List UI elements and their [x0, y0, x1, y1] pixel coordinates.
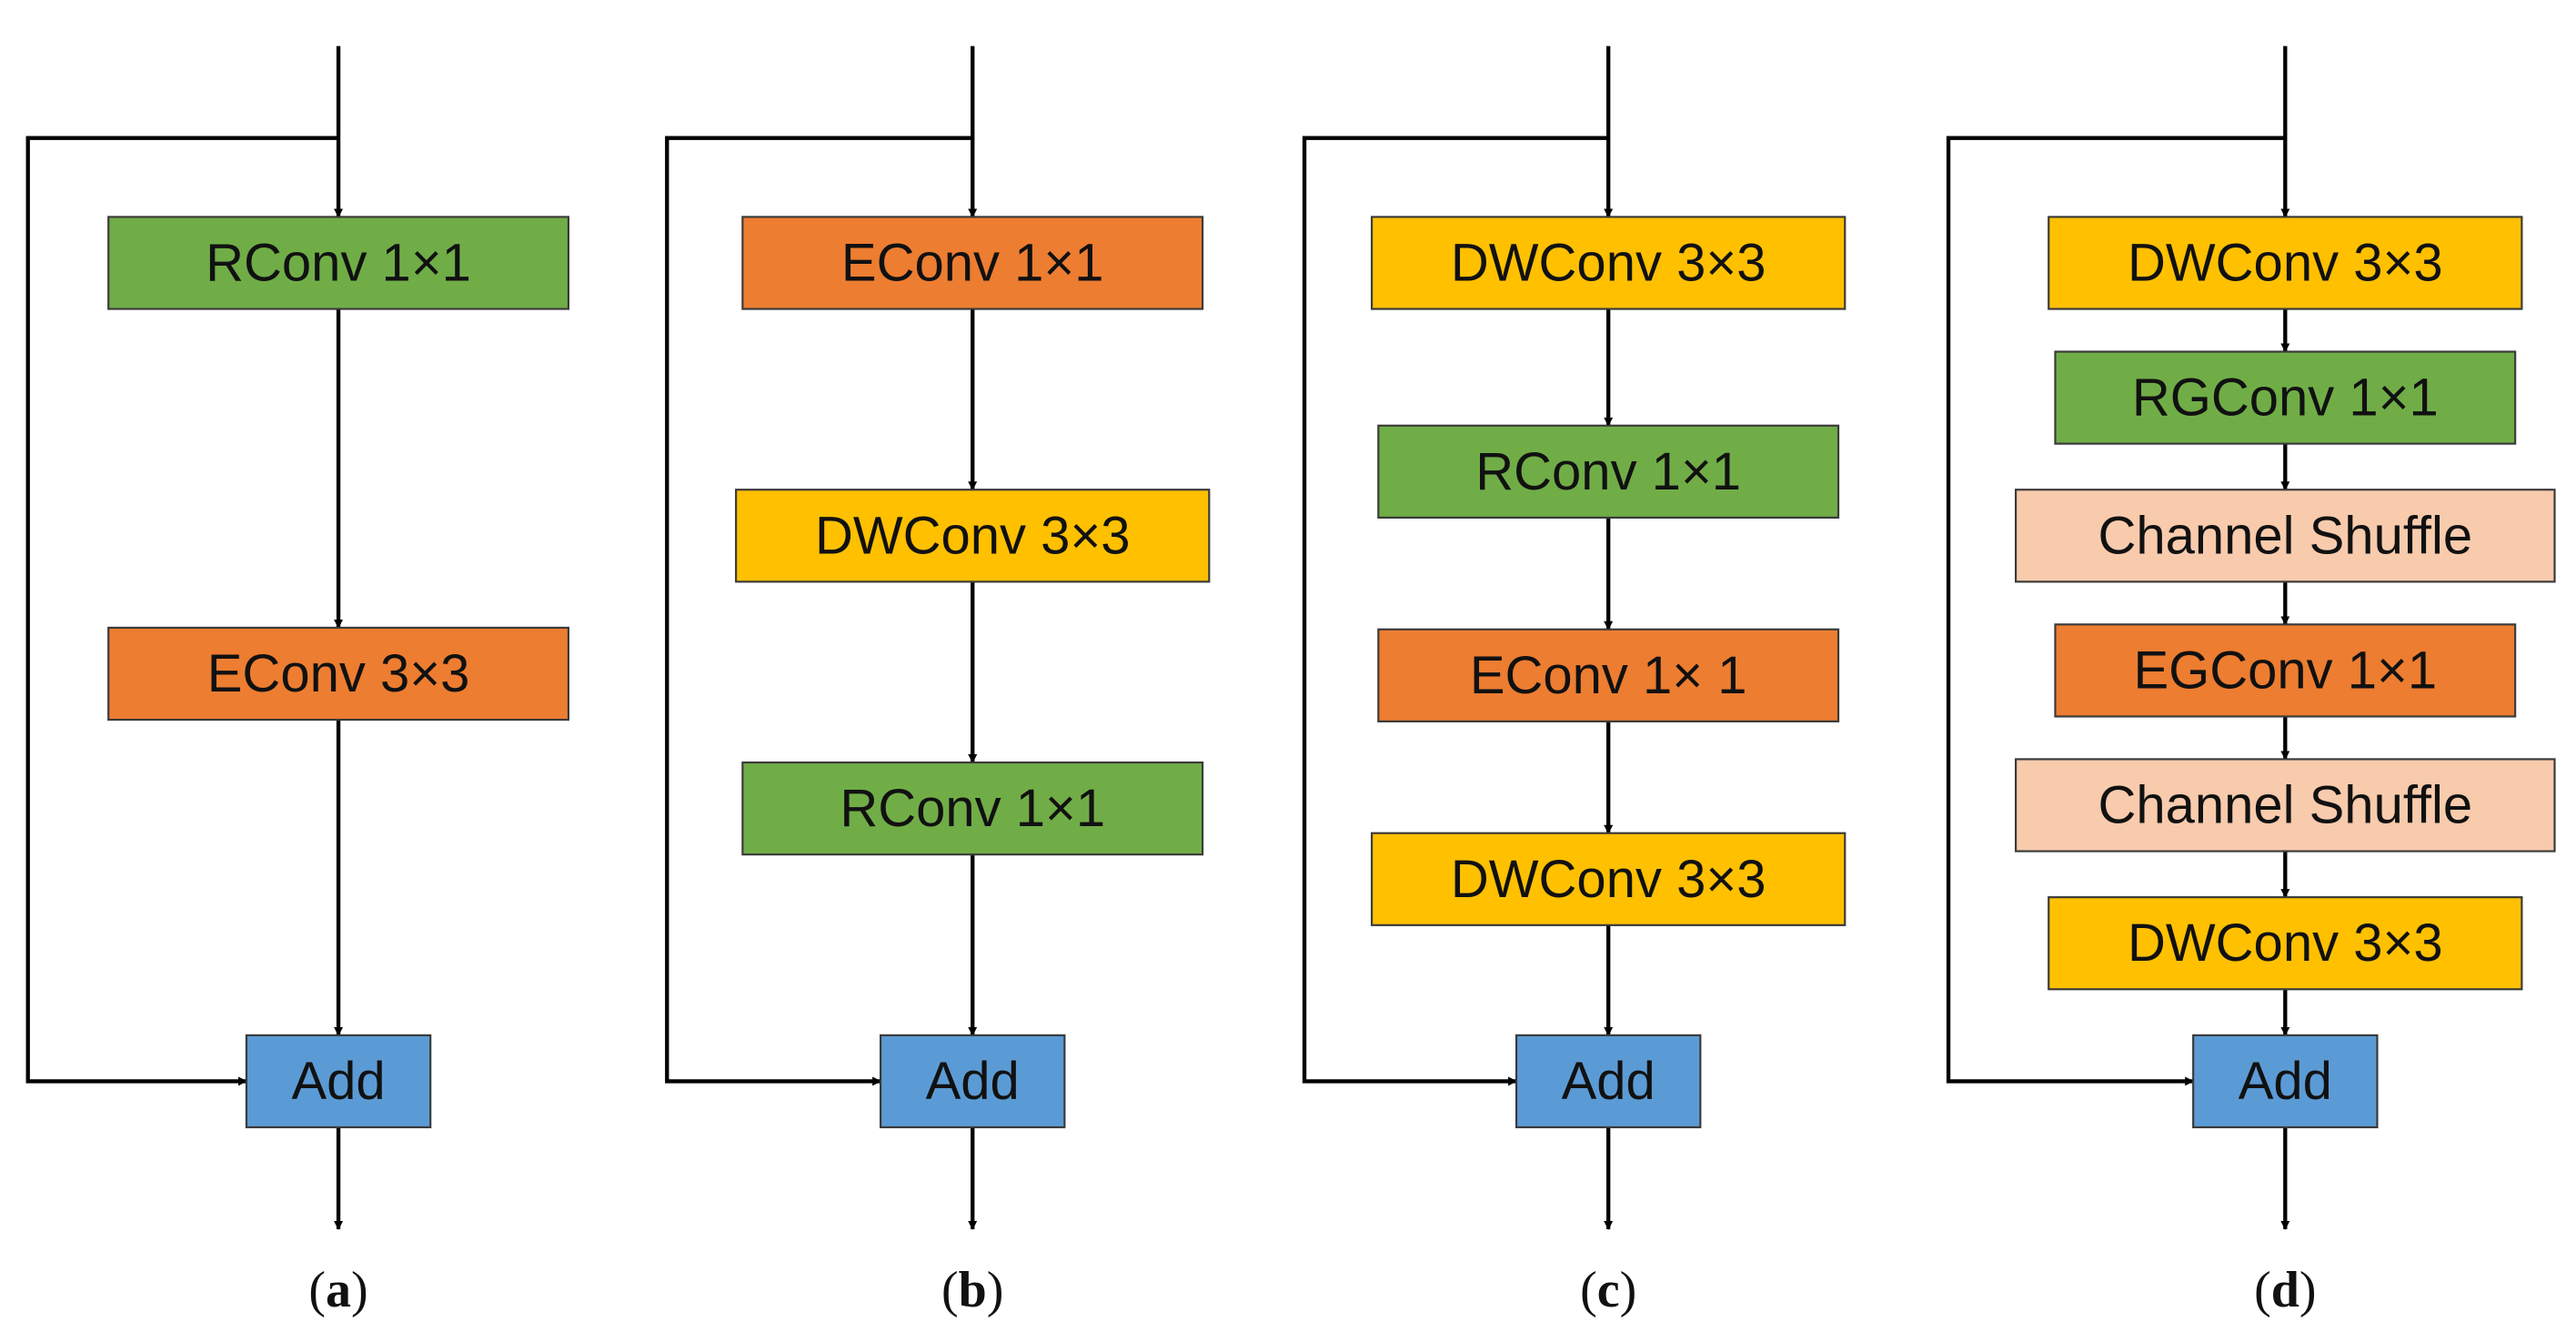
econv-3-3-label: EConv 3×3 — [207, 644, 470, 703]
rgconv-1-1-block — [2054, 350, 2517, 445]
skip-connection-arrow — [1302, 136, 1609, 1086]
dwconv-3-3-label: DWConv 3×3 — [1451, 850, 1766, 909]
rconv-1-1-block — [107, 216, 570, 310]
subfigure-label: (b) — [941, 1262, 1003, 1318]
dwconv-3-3-block — [735, 489, 1211, 583]
rconv-1-1-label: RConv 1×1 — [206, 233, 471, 292]
subfigure-label: (a) — [308, 1262, 367, 1318]
channel-shuffle-label: Channel Shuffle — [2098, 506, 2472, 565]
channel-shuffle-block — [2015, 758, 2556, 853]
add-block — [879, 1034, 1066, 1129]
rconv-1-1-block — [1377, 424, 1840, 520]
dwconv-3-3-label: DWConv 3×3 — [815, 506, 1131, 565]
skip-connection-arrow — [25, 136, 339, 1086]
dwconv-3-3-block — [2048, 896, 2523, 991]
skip-connection-arrow — [665, 136, 973, 1086]
rconv-1-1-label: RConv 1×1 — [1475, 442, 1741, 501]
egconv-1-1-label: EGConv 1×1 — [2133, 641, 2437, 700]
dwconv-3-3-block — [2048, 216, 2523, 310]
econv-3-3-block — [107, 626, 570, 721]
rconv-1-1-label: RConv 1×1 — [840, 779, 1105, 838]
rgconv-1-1-label: RGConv 1×1 — [2132, 368, 2439, 428]
econv-1-1-block — [741, 216, 1204, 310]
dwconv-3-3-block — [1371, 216, 1846, 310]
dwconv-3-3-label: DWConv 3×3 — [2128, 233, 2443, 292]
add-label: Add — [2239, 1052, 2332, 1111]
channel-shuffle-label: Channel Shuffle — [2098, 776, 2472, 835]
add-block — [1514, 1034, 1702, 1129]
egconv-1-1-block — [2054, 623, 2517, 718]
econv-1-1-label: EConv 1×1 — [841, 233, 1104, 292]
subfigure-label: (d) — [2254, 1262, 2316, 1318]
dwconv-3-3-label: DWConv 3×3 — [1451, 233, 1766, 292]
add-block — [2192, 1034, 2379, 1129]
skip-connection-arrow — [1946, 136, 2286, 1086]
add-label: Add — [926, 1052, 1020, 1111]
dwconv-3-3-block — [1371, 832, 1846, 926]
dwconv-3-3-label: DWConv 3×3 — [2128, 913, 2443, 973]
channel-shuffle-block — [2015, 489, 2556, 583]
subfigure-label: (c) — [1580, 1262, 1636, 1318]
rconv-1-1-block — [741, 761, 1204, 856]
add-block — [245, 1034, 432, 1129]
add-label: Add — [291, 1052, 385, 1111]
econv-1-1-label: EConv 1× 1 — [1470, 646, 1747, 705]
add-label: Add — [1562, 1052, 1655, 1111]
econv-1-1-block — [1377, 628, 1840, 722]
